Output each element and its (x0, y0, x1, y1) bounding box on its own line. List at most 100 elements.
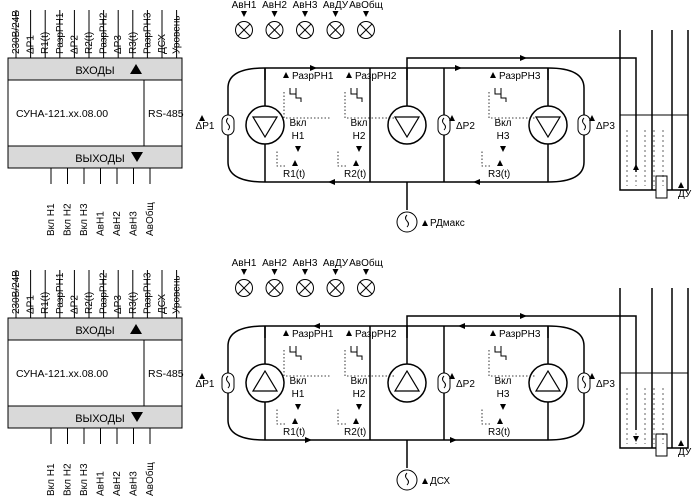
spring-icon (582, 375, 586, 389)
temp-sensor-label: R2(t) (344, 427, 366, 438)
arrow-down-icon (500, 404, 506, 410)
triangle-down-icon (131, 152, 143, 162)
output-pin-label: АвН3 (129, 471, 140, 496)
arrow-down-icon (241, 11, 247, 17)
inputs-header: ВХОДЫ (75, 325, 114, 337)
input-pin-label: R3(t) (128, 292, 139, 314)
dotted-link (283, 350, 330, 377)
dp-sensor-label: ΔP3 (596, 379, 615, 390)
on-label: Вкл (495, 118, 512, 129)
arrow-down-icon (633, 436, 639, 442)
arrow-down-icon (295, 404, 301, 410)
dp-sensor-icon (437, 372, 451, 394)
dp-sensor-label: ΔP2 (456, 379, 475, 390)
dotted-link (276, 408, 285, 425)
arrow-up-icon (589, 115, 595, 121)
input-pin-label: Уровень (172, 275, 183, 314)
output-pin-label: АвН1 (96, 471, 107, 496)
input-pin-label: 230В/24В (11, 270, 22, 314)
lamp-cross (298, 23, 312, 37)
dotted-link (283, 92, 330, 119)
arrow-down-icon (332, 11, 339, 17)
arrow-right-icon (520, 313, 527, 319)
temp-sensor-label: R3(t) (488, 169, 510, 180)
switch-icon (350, 88, 363, 102)
arrow-up-icon (422, 220, 428, 226)
permit-label: РазрРН1 (292, 71, 334, 82)
outputs-header-bar (7, 145, 183, 169)
input-pin-label: R1(t) (40, 32, 51, 54)
alarm-lamp-label: АвН1 (232, 0, 257, 11)
output-pin-label: АвН2 (112, 471, 123, 496)
arrow-up-icon (497, 418, 503, 424)
arrow-down-icon (271, 11, 278, 17)
alarm-lamp-label: АвН3 (293, 0, 318, 11)
alarm-lamp-label: АвДУ (323, 258, 349, 269)
lamp-cross (359, 281, 373, 295)
spring-icon (226, 375, 230, 389)
output-pin-label: АвОбщ (144, 462, 156, 496)
arrow-right-icon (520, 55, 527, 61)
output-pin-label: Вкл Н1 (46, 203, 57, 236)
spring-icon (582, 117, 586, 131)
output-pin-label: АвН2 (112, 211, 123, 236)
switch-icon (494, 88, 507, 102)
arrow-down-icon (500, 146, 506, 152)
level-tube (651, 30, 673, 190)
triangle-up-icon (130, 324, 142, 334)
on-label: Вкл (351, 118, 368, 129)
arrow-up-icon (589, 373, 595, 379)
arrow-down-icon (363, 269, 369, 275)
input-pin-label: РазрРН2 (99, 272, 110, 314)
arrow-left-icon (473, 179, 480, 185)
dotted-link (337, 408, 346, 425)
arrow-up-icon (283, 330, 289, 336)
input-pin-label: ДСХ (157, 34, 168, 54)
alarm-lamp-label: АвОбщ (349, 0, 383, 11)
tank (619, 288, 689, 449)
alarm-lamp-label: АвН2 (262, 258, 287, 269)
switch-icon (289, 88, 302, 102)
arrow-up-icon (292, 418, 298, 424)
spring-icon (226, 117, 230, 131)
input-pin-label: ДСХ (157, 294, 168, 314)
input-pin-label: 230В/24В (11, 10, 22, 54)
dp-sensor-icon (221, 114, 235, 136)
arrow-down-icon (302, 269, 308, 275)
temp-sensor-label: R3(t) (488, 427, 510, 438)
arrow-up-icon (199, 115, 205, 121)
dp-sensor-label: ΔP1 (196, 121, 215, 132)
arrow-down-icon (363, 11, 369, 17)
dotted-link (344, 350, 395, 377)
arrow-up-icon (422, 478, 428, 484)
lamp-cross (298, 281, 312, 295)
on-label: Вкл (290, 376, 307, 387)
arrow-up-icon (633, 164, 639, 170)
output-pin-label: АвОбщ (144, 202, 156, 236)
dotted-link (488, 92, 535, 119)
arrow-right-icon (310, 65, 317, 71)
permit-label: РазрРН1 (292, 329, 334, 340)
pump-triangle-icon (251, 116, 279, 139)
temp-sensor-label: R2(t) (344, 169, 366, 180)
arrow-down-icon (271, 269, 278, 275)
input-pin-label: РазрРН2 (99, 12, 110, 54)
temp-sensor-label: R1(t) (283, 169, 305, 180)
arrow-left-icon (328, 179, 335, 185)
controller-model: СУНА-121.xx.08.00 (16, 108, 108, 120)
dp-sensor-icon (221, 372, 235, 394)
on-label: Вкл (290, 118, 307, 129)
permit-label: РазрРН3 (499, 329, 541, 340)
arrow-left-icon (458, 323, 465, 329)
pump-triangle-icon (393, 116, 421, 139)
spring-icon (405, 214, 409, 228)
arrow-down-icon (332, 269, 339, 275)
arrow-down-icon (241, 269, 247, 275)
pressure-switch-icon (396, 469, 418, 491)
controller-interface: RS-485 (148, 108, 184, 120)
arrow-up-icon (490, 330, 496, 336)
output-pin-label: Вкл Н3 (79, 463, 90, 496)
